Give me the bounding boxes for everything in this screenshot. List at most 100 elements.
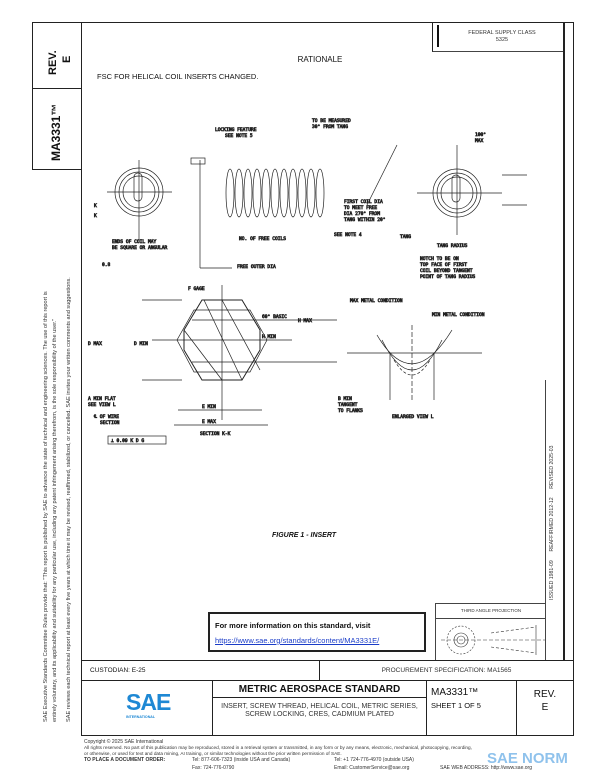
legal-line-1b: entirely voluntary, and its applicabilit… bbox=[52, 318, 58, 722]
custodian: CUSTODIAN: E-25 bbox=[90, 667, 146, 674]
label-first-coil-1: FIRST COIL DIA bbox=[344, 199, 383, 205]
legal-line-1: SAE Executive Standards Committee Rules … bbox=[43, 291, 49, 722]
label-finish: 0.8 bbox=[102, 262, 111, 268]
title-cell: METRIC AEROSPACE STANDARD INSERT, SCREW … bbox=[212, 680, 427, 736]
label-notch-4: POINT OF TANG RADIUS bbox=[420, 274, 476, 280]
label-first-coil-4: TANG WITHIN 20° bbox=[344, 217, 386, 223]
side-rev: REV. bbox=[47, 50, 59, 75]
label-b-min: B MIN bbox=[338, 396, 352, 402]
label-max: MAX bbox=[475, 138, 484, 144]
projection-label: THIRD ANGLE PROJECTION bbox=[460, 608, 522, 613]
label-notch-1: NOTCH TO BE ON bbox=[420, 256, 459, 262]
label-k2: K bbox=[94, 213, 97, 219]
coil-loop bbox=[279, 168, 289, 218]
label-min-metal: MIN METAL CONDITION bbox=[432, 312, 485, 318]
section-kk-profile bbox=[142, 285, 337, 426]
logo-cell: SAE INTERNATIONAL bbox=[81, 680, 213, 736]
label-h-max: H MAX bbox=[298, 318, 312, 324]
label-d-max: D MAX bbox=[88, 341, 102, 347]
label-k1: K bbox=[94, 203, 97, 209]
insert-drawing: K K ENDS OF COIL MAY BE SQUARE OR ANGULA… bbox=[88, 118, 527, 445]
revised-date: REVISED 2025-03 bbox=[549, 445, 555, 489]
footer-web: SAE WEB ADDRESS: http://www.sae.org bbox=[440, 765, 532, 771]
projection-symbol-icon bbox=[441, 625, 546, 655]
label-free-outer-dia: FREE OUTER DIA bbox=[237, 264, 276, 270]
label-see-note-4: SEE NOTE 4 bbox=[334, 232, 362, 238]
label-d-min: D MIN bbox=[134, 341, 148, 347]
label-e-max: E MAX bbox=[202, 419, 216, 425]
label-tang-radius: TANG RADIUS bbox=[437, 243, 468, 249]
label-see-view-l: SEE VIEW L bbox=[88, 402, 116, 408]
rev-label: REV. bbox=[533, 689, 557, 700]
label-tang: TANG bbox=[400, 234, 411, 240]
standard-description: INSERT, SCREW THREAD, HELICAL COIL, METR… bbox=[221, 703, 418, 719]
procurement-cell: PROCUREMENT SPECIFICATION: MA1565 bbox=[319, 660, 574, 681]
label-to-be-measured: TO BE MEASURED bbox=[312, 118, 351, 124]
projection-box: THIRD ANGLE PROJECTION bbox=[435, 603, 546, 661]
footer-rights-2: or otherwise, or used for text and data … bbox=[84, 751, 342, 756]
legal-line-2: SAE reviews each technical report at lea… bbox=[66, 277, 72, 722]
label-h-min: H MIN bbox=[262, 334, 276, 340]
fsc-box: FEDERAL SUPPLY CLASS 5325 bbox=[432, 22, 563, 52]
side-rev-label: REV. bbox=[47, 50, 59, 75]
label-max-metal: MAX METAL CONDITION bbox=[350, 298, 403, 304]
label-tolerance: ⊥ 0.09 K D G bbox=[111, 438, 144, 444]
side-doc-number: MA3331™ bbox=[49, 103, 63, 161]
coil-loop bbox=[261, 168, 271, 218]
coil-end-view-left bbox=[107, 160, 172, 240]
side-rev-value: E bbox=[61, 55, 73, 63]
label-notch-2: TOP FACE OF FIRST bbox=[420, 262, 467, 268]
label-f-gage: F GAGE bbox=[188, 286, 205, 292]
coil-loop bbox=[243, 168, 253, 218]
rationale-title: RATIONALE bbox=[297, 55, 343, 64]
label-from-tang: 30° FROM TANG bbox=[312, 124, 348, 130]
label-ends-coil: ENDS OF COIL MAY bbox=[112, 239, 156, 245]
footer-tel1: Tel: 877-606-7323 (inside USA and Canada… bbox=[192, 757, 291, 763]
label-a-min-flat: A MIN FLAT bbox=[88, 396, 116, 402]
procurement: PROCUREMENT SPECIFICATION: MA1565 bbox=[381, 667, 512, 674]
footer-order-label: TO PLACE A DOCUMENT ORDER: bbox=[84, 757, 166, 763]
footer-copyright: Copyright © 2025 SAE International bbox=[84, 739, 164, 745]
coil-loop bbox=[252, 168, 262, 218]
info-box: For more information on this standard, v… bbox=[208, 612, 426, 652]
coil-loop bbox=[306, 168, 316, 218]
label-no-free-coils: NO. OF FREE COILS bbox=[239, 236, 286, 242]
issued-date: ISSUED 1981-09 bbox=[549, 560, 555, 600]
label-cl-wire: ℄ OF WIRE bbox=[93, 414, 119, 420]
coil-loop bbox=[234, 168, 244, 218]
standard-title: METRIC AEROSPACE STANDARD bbox=[213, 681, 426, 698]
footer-email: Email: CustomerService@sae.org bbox=[334, 765, 410, 771]
side-rev-box: REV. E bbox=[32, 22, 82, 89]
enlarged-view-l bbox=[347, 325, 482, 400]
standard-link[interactable]: https://www.sae.org/standards/content/MA… bbox=[215, 636, 380, 645]
label-first-coil-3: DIA 270° FROM bbox=[344, 211, 380, 217]
doc-number: MA3331™ bbox=[431, 687, 479, 698]
label-locking-feature: LOCKING FEATURE bbox=[215, 127, 257, 133]
label-tangent: TANGENT bbox=[338, 402, 358, 408]
rationale-text: FSC FOR HELICAL COIL INSERTS CHANGED. bbox=[97, 72, 259, 81]
rev-value: E bbox=[541, 702, 549, 713]
label-60-basic: 60° BASIC bbox=[262, 314, 287, 320]
info-heading: For more information on this standard, v… bbox=[215, 621, 371, 630]
fsc-value: 5325 bbox=[495, 37, 509, 43]
coil-loop bbox=[270, 168, 280, 218]
coil-loop bbox=[288, 168, 298, 218]
label-notch-3: COIL BEYOND TANGENT bbox=[420, 268, 473, 274]
fsc-bar bbox=[437, 25, 439, 47]
label-see-note-5: SEE NOTE 5 bbox=[225, 133, 253, 139]
dates-strip: ISSUED 1981-09 REAFFIRMED 2012-12 REVISE… bbox=[549, 445, 555, 600]
label-square-angular: BE SQUARE OR ANGULAR bbox=[112, 245, 168, 251]
label-section: SECTION bbox=[100, 420, 120, 426]
footer-tel2: Tel: +1 724-776-4970 (outside USA) bbox=[334, 757, 414, 763]
coil-end-view-right bbox=[366, 144, 527, 235]
coil-loop bbox=[297, 168, 307, 218]
label-to-flanks: TO FLANKS bbox=[338, 408, 363, 414]
label-first-coil-2: TO MEET FREE bbox=[344, 205, 377, 211]
rev-cell: REV. E bbox=[516, 680, 574, 736]
label-100: 100° bbox=[475, 132, 486, 138]
footer-fax: Fax: 724-776-0790 bbox=[192, 765, 235, 771]
label-section-kk: SECTION K-K bbox=[200, 431, 231, 437]
reaffirmed-date: REAFFIRMED 2012-12 bbox=[549, 497, 555, 552]
sae-logo-sub: INTERNATIONAL bbox=[126, 715, 156, 719]
